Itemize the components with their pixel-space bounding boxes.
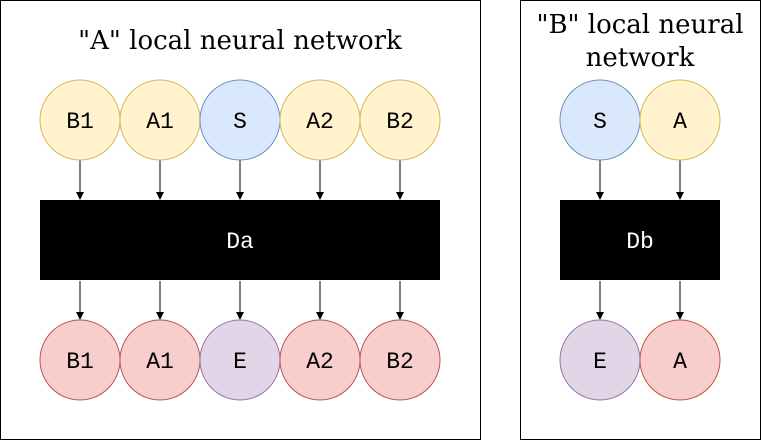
- panel-b-title-line2: network: [586, 43, 695, 73]
- panel-b-block-label: Db: [626, 229, 654, 255]
- node-label-b2: B2: [386, 349, 414, 375]
- panel-a-block-label: Da: [226, 229, 254, 255]
- panel-a-output-arrows: [76, 281, 404, 320]
- panel-b-block: [560, 200, 720, 280]
- node-label-s: S: [233, 109, 247, 135]
- node-label-a: A: [673, 109, 687, 135]
- node-output-a: [639, 319, 721, 401]
- node-label-a1: A1: [146, 109, 174, 135]
- node-label-a2: A2: [306, 349, 334, 375]
- node-label-a: A: [673, 349, 687, 375]
- panel-a-output-nodes: B1 A1 E A2 B2: [39, 319, 441, 401]
- node-label-e: E: [233, 349, 247, 375]
- panel-a-input-nodes: B1 A1 S A2 B2: [39, 79, 441, 161]
- node-label-a1: A1: [146, 349, 174, 375]
- node-output-b2: [359, 319, 441, 401]
- node-label-a2: A2: [306, 109, 334, 135]
- node-label-s: S: [593, 109, 607, 135]
- node-label-b1: B1: [66, 349, 94, 375]
- panel-b-title-line1: "B" local neural: [536, 10, 743, 40]
- panel-a-title: "A" local neural network: [78, 26, 402, 56]
- panel-a-frame: [0, 0, 481, 440]
- panel-b-input-arrows: [596, 160, 684, 200]
- node-label-b1: B1: [66, 109, 94, 135]
- panel-a-input-arrows: [76, 160, 404, 200]
- panel-a-block: [40, 200, 440, 280]
- node-input-a: [639, 79, 721, 161]
- node-label-e: E: [593, 349, 607, 375]
- panel-b-output-arrows: [596, 281, 684, 320]
- node-label-b2: B2: [386, 109, 414, 135]
- node-input-b2: [359, 79, 441, 161]
